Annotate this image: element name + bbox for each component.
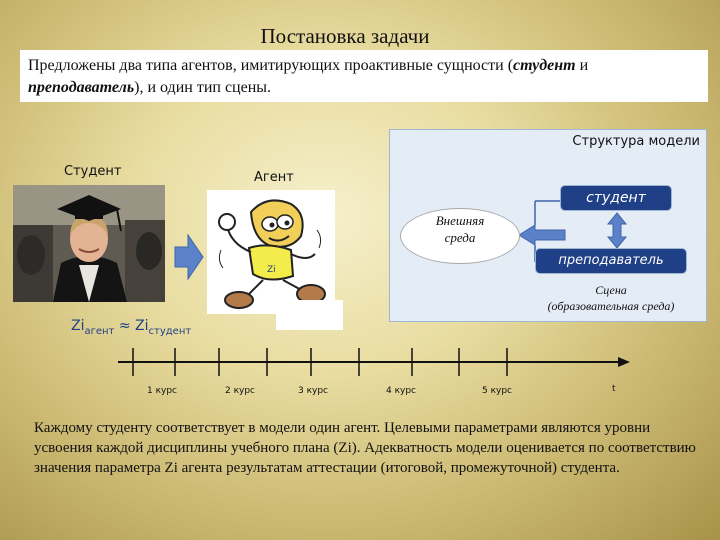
timeline-ticks	[132, 348, 508, 376]
zi-formula: Ziагент ≈ Ziстудент	[71, 318, 192, 337]
tick-label-year-3: 3 курс	[298, 386, 329, 396]
arrow-right-icon	[174, 232, 204, 287]
tick-label-year-5: 5 курс	[482, 386, 513, 396]
env-to-roles-arrow	[518, 224, 566, 246]
external-environment-ellipse	[400, 208, 520, 264]
intro-student-word: студент	[513, 57, 576, 74]
intro-text-start: Предложены два типа агентов, имитирующих…	[28, 57, 514, 74]
intro-and-word: и	[575, 57, 589, 74]
model-structure-title: Структура модели	[572, 134, 700, 149]
intro-text-box: Предложены два типа агентов, имитирующих…	[20, 50, 708, 102]
tick-label-year-4: 4 курс	[386, 386, 417, 396]
student-photo	[13, 185, 165, 302]
timeline-axis	[118, 348, 630, 376]
model-connectors	[518, 200, 628, 262]
intro-teacher-word: преподаватель	[28, 79, 135, 96]
teacher-role-box: преподаватель	[535, 248, 687, 274]
tick-label-year-2: 2 курс	[225, 386, 256, 396]
intro-text-end: ), и один тип сцены.	[134, 79, 272, 96]
slide-title: Постановка задачи	[260, 24, 430, 48]
agent-label: Агент	[254, 170, 294, 185]
role-double-arrow-icon	[606, 212, 628, 249]
agent-cartoon: Zi	[207, 190, 335, 314]
tick-label-year-1: 1 курс	[147, 386, 178, 396]
external-environment-label: Внешняя среда	[435, 213, 485, 245]
agent-shirt-label: Zi	[267, 265, 276, 275]
timeline-arrowhead-icon	[618, 357, 630, 367]
description-text: Каждому студенту соответствует в модели …	[34, 420, 696, 476]
agent-picture-extension	[276, 300, 343, 330]
scene-label: Сцена (образовательная среда)	[547, 283, 675, 313]
tick-label-time: t	[612, 384, 616, 394]
student-role-box: студент	[560, 185, 672, 211]
student-label: Студент	[64, 164, 122, 179]
